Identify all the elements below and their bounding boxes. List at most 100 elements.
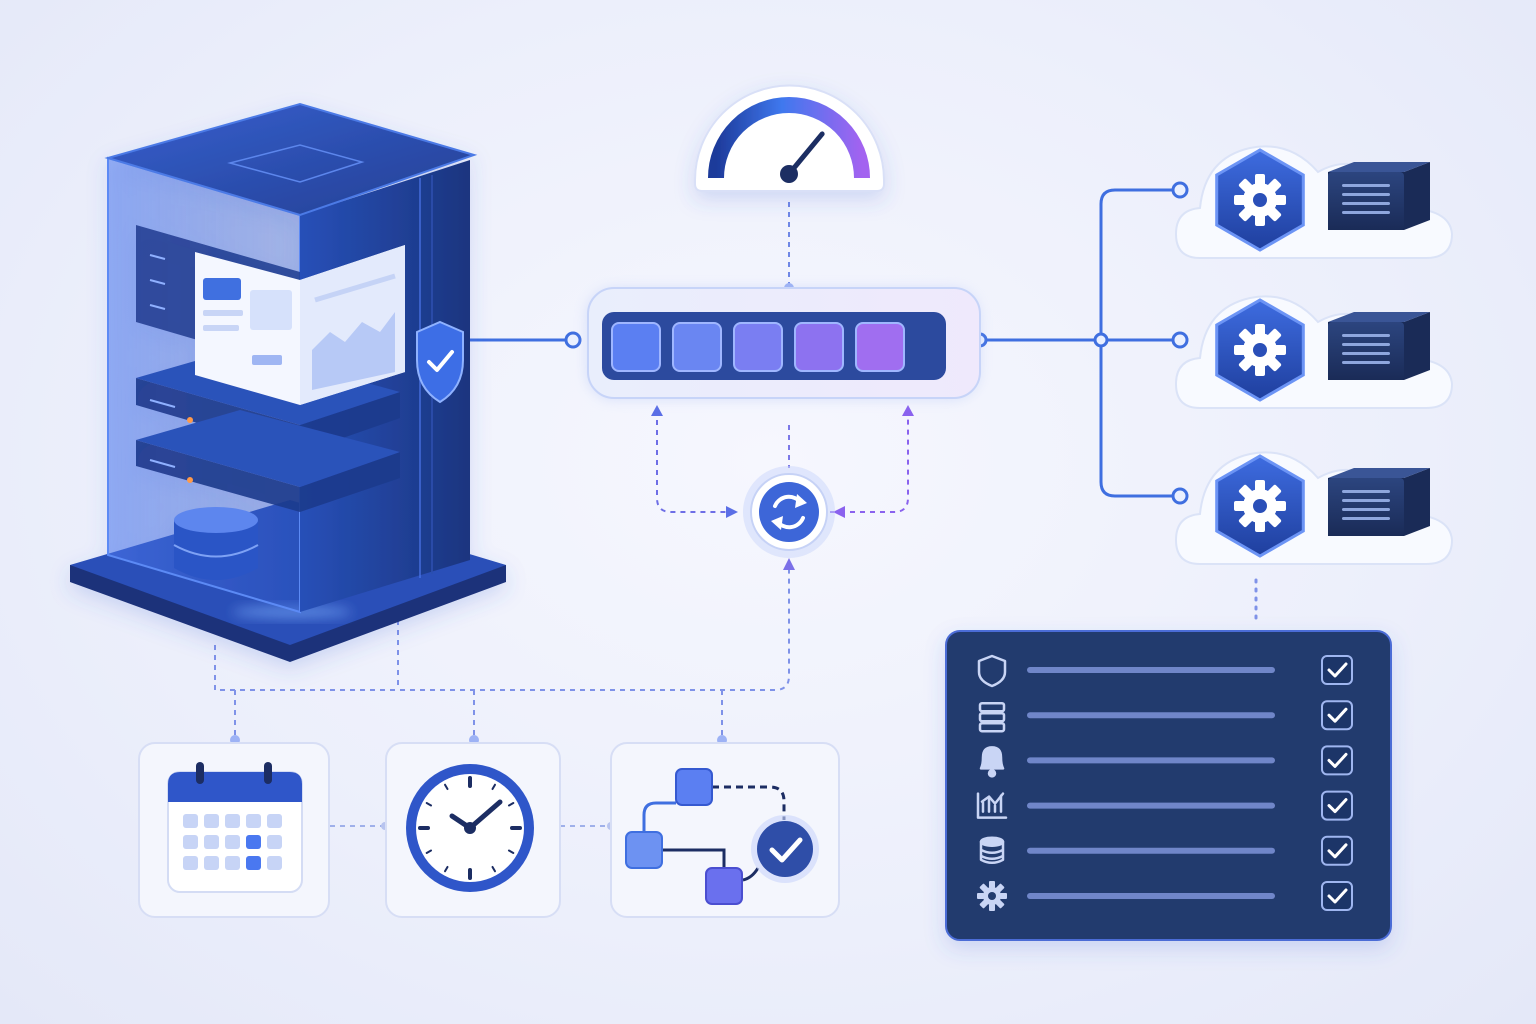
arrow-up-icon — [902, 405, 914, 416]
rack-slot — [149, 254, 166, 260]
checkbox[interactable] — [1321, 700, 1353, 731]
checkmark-icon — [1327, 752, 1348, 768]
clock-tick — [491, 865, 496, 873]
checkbox[interactable] — [1321, 790, 1353, 821]
checklist-row — [979, 835, 1353, 866]
checkbox[interactable] — [1321, 835, 1353, 866]
checklist-bar — [1027, 802, 1275, 809]
rack-unit-top — [136, 410, 400, 487]
clock-tick — [491, 783, 496, 791]
queue-slots — [611, 322, 905, 372]
queue-slot — [855, 322, 905, 372]
rack-slot — [149, 399, 176, 408]
checklist-row — [977, 654, 1353, 688]
sync-loop-left — [656, 410, 735, 513]
checkmark-icon — [1327, 798, 1348, 814]
clock-tick — [444, 865, 449, 873]
calendar-day — [246, 856, 261, 870]
worker-node[interactable] — [1174, 295, 1454, 409]
message-queue — [586, 287, 981, 400]
gear-icon — [977, 881, 1007, 911]
link-node — [1171, 181, 1189, 199]
server-block-icon — [1328, 162, 1430, 230]
queue-slot — [611, 322, 661, 372]
speedometer-icon — [694, 84, 885, 192]
calendar-day — [204, 835, 219, 849]
scheduler-card-calendar[interactable] — [138, 742, 330, 918]
rack-slot — [149, 304, 166, 310]
sync-node[interactable] — [743, 466, 835, 558]
calendar-day — [225, 835, 240, 849]
checklist-row — [979, 745, 1353, 778]
sync-loop-right — [830, 410, 909, 513]
checkbox[interactable] — [1321, 655, 1353, 685]
dashboard-screen-icon — [195, 245, 405, 405]
checklist-bar — [1027, 757, 1275, 764]
checkbox[interactable] — [1321, 881, 1353, 911]
database-icon — [979, 836, 1005, 865]
calendar-day — [267, 856, 282, 870]
gear-icon — [1234, 174, 1286, 226]
gear-icon — [1234, 480, 1286, 532]
calendar-icon — [167, 762, 303, 893]
calendar-day — [183, 835, 198, 849]
checklist-bar — [1027, 847, 1275, 854]
shield-check-icon — [416, 320, 464, 404]
calendar-day — [204, 814, 219, 828]
arrow-up-icon — [651, 405, 663, 416]
checkmark-icon — [1327, 843, 1348, 859]
checkbox[interactable] — [1321, 745, 1353, 776]
worker-node[interactable] — [1174, 451, 1454, 565]
scheduler-cards — [138, 742, 840, 918]
checklist-row — [977, 881, 1353, 911]
server-stack-icon — [978, 701, 1006, 733]
queue-slot — [794, 322, 844, 372]
worker-node[interactable] — [1174, 145, 1454, 259]
calendar-day — [225, 856, 240, 870]
calendar-day — [183, 856, 198, 870]
scheduler-card-clock[interactable] — [385, 742, 561, 918]
worker-branch-lines — [1099, 188, 1180, 498]
sync-arrowhead — [771, 516, 783, 530]
calendar-day — [246, 814, 261, 828]
arrow-left-icon — [833, 506, 845, 518]
server-block-icon — [1328, 468, 1430, 536]
database-icon — [173, 507, 259, 580]
link-node — [1171, 487, 1189, 505]
calendar-day — [246, 835, 261, 849]
clock-tick — [444, 783, 449, 791]
rack-slot — [149, 279, 166, 285]
chart-icon — [976, 792, 1008, 819]
calendar-day — [183, 814, 198, 828]
clock-icon — [406, 764, 534, 892]
sync-arrowhead — [795, 494, 807, 508]
rack-slot — [149, 459, 176, 468]
checkmark-icon — [1327, 707, 1348, 723]
workflow-icon — [625, 768, 819, 905]
gear-icon — [1234, 324, 1286, 376]
calendar-day — [204, 856, 219, 870]
checklist-bar — [1027, 667, 1275, 673]
calendar-day — [267, 835, 282, 849]
worker-nodes — [1174, 145, 1454, 565]
calendar-day — [225, 814, 240, 828]
checklist-bar — [1027, 893, 1275, 899]
tower-top — [104, 102, 478, 217]
server-tower — [70, 102, 506, 662]
shield-icon — [977, 654, 1007, 688]
status-led — [187, 477, 193, 483]
clock-tick — [507, 849, 515, 854]
checklist-bar — [1027, 712, 1275, 719]
arrow-right-icon — [726, 506, 738, 518]
clock-tick — [425, 849, 433, 854]
checklist-panel — [945, 630, 1392, 941]
status-led — [187, 417, 193, 423]
queue-slot — [672, 322, 722, 372]
clock-tick — [507, 802, 515, 807]
link-node — [1093, 332, 1109, 348]
scheduler-card-workflow[interactable] — [610, 742, 840, 918]
rack-unit — [136, 440, 400, 512]
server-block-icon — [1328, 312, 1430, 380]
rack-unit — [136, 378, 400, 453]
